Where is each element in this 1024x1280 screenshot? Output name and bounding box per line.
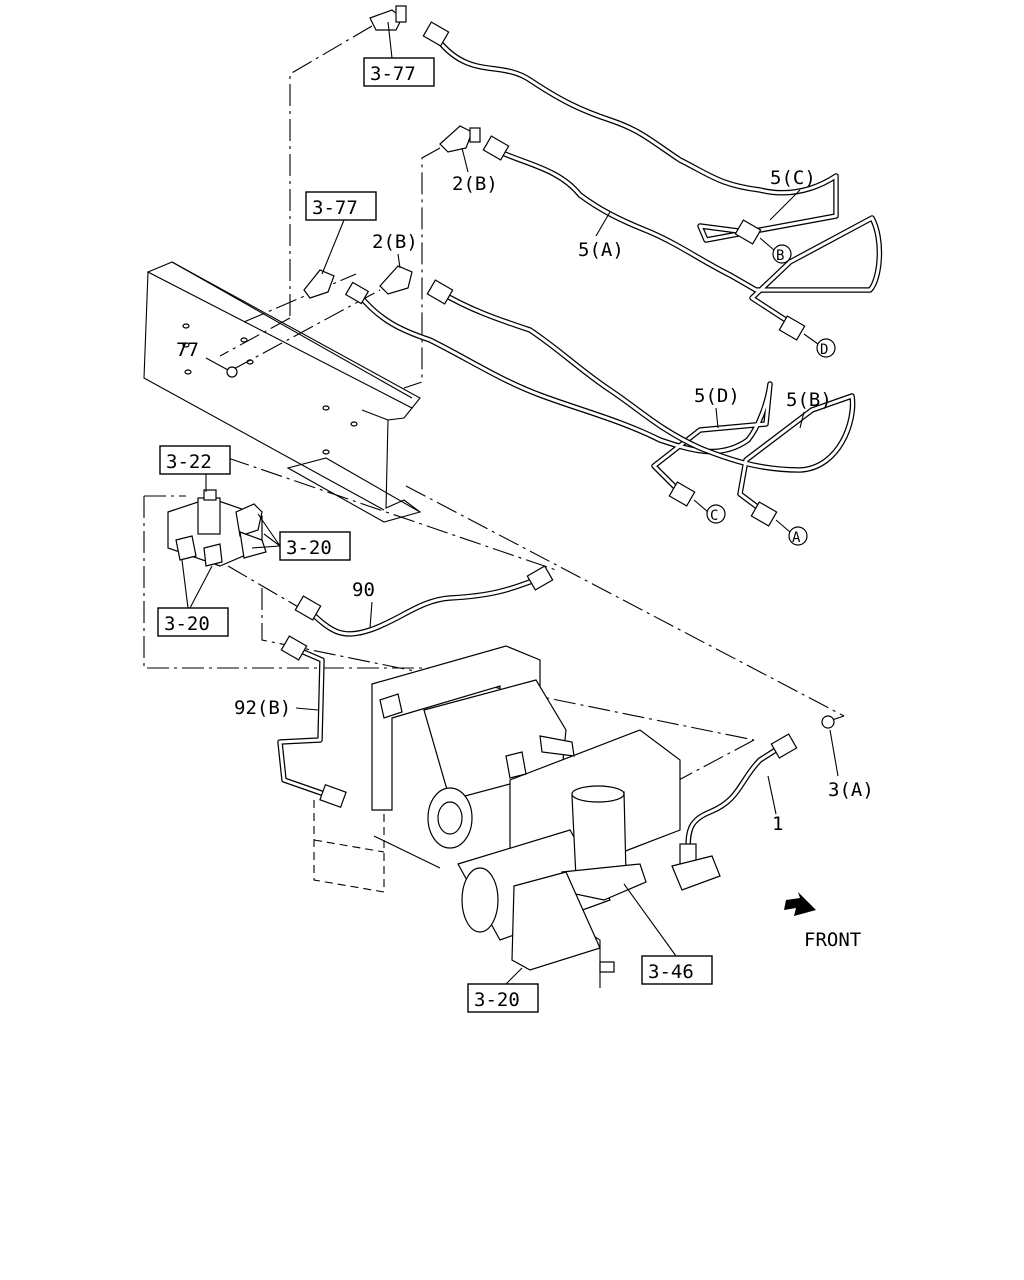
pipe-1 (685, 743, 785, 853)
nut-fitting-icon (426, 279, 454, 305)
label-5c: 5(C) (770, 167, 816, 189)
nut-fitting-icon (734, 219, 762, 245)
callout-text: 3-20 (164, 613, 210, 635)
callout-text: 3-77 (312, 197, 358, 219)
label-5d: 5(D) (694, 385, 740, 407)
marker-c-text: C (710, 508, 718, 524)
connection-marker-b: B (759, 237, 792, 264)
pipe-90 (305, 575, 543, 637)
pipe-5d (357, 293, 773, 495)
pipe-5a (497, 149, 883, 327)
nut-fitting-icon (344, 281, 370, 305)
front-direction-arrow: FRONT (784, 892, 861, 951)
fittings (226, 5, 835, 865)
label-2b-top: 2(B) (452, 173, 498, 195)
nut-fitting-icon (778, 315, 806, 341)
marker-b-text: B (776, 248, 784, 264)
frame-rail (143, 261, 422, 523)
air-tank-assembly (313, 645, 721, 973)
label-92b: 92(B) (234, 697, 291, 719)
callout-text: 3-20 (474, 989, 520, 1011)
callout-3-20-left[interactable]: 3-20 (157, 559, 229, 637)
front-label: FRONT (804, 929, 861, 951)
callout-3-20-bottom[interactable]: 3-20 (467, 967, 539, 1013)
front-arrow-icon (784, 892, 816, 916)
callout-text: 3-22 (166, 451, 212, 473)
callout-3-46[interactable]: 3-46 (623, 883, 713, 985)
label-5b: 5(B) (786, 389, 832, 411)
pipe-92b (277, 645, 333, 799)
nut-fitting-icon (668, 481, 696, 507)
callout-3-20-right[interactable]: 3-20 (251, 513, 351, 561)
nut-fitting-icon (526, 565, 554, 591)
nut-fitting-icon (482, 135, 510, 161)
union-fitting-mid-icon (303, 269, 335, 299)
label-5a: 5(A) (578, 239, 624, 261)
nut-fitting-icon (294, 595, 322, 621)
marker-a-text: A (792, 530, 801, 546)
pipe-5c (435, 37, 839, 243)
nut-fitting-icon (750, 501, 778, 527)
nut-fitting-icon (319, 783, 347, 809)
connection-marker-d: D (803, 333, 836, 358)
nut-77-icon (226, 366, 238, 378)
valve-block (167, 489, 267, 567)
nut-fitting-icon (422, 21, 450, 47)
union-fitting-2b-top-icon (439, 125, 481, 153)
label-90: 90 (352, 579, 375, 601)
callout-text: 3-46 (648, 961, 694, 983)
nut-fitting-icon (770, 733, 798, 759)
label-2b-mid: 2(B) (372, 231, 418, 253)
callout-3-77-mid[interactable]: 3-77 (305, 191, 377, 275)
union-fitting-2b-mid-icon (379, 265, 413, 295)
callout-text: 3-20 (286, 537, 332, 559)
marker-d-text: D (820, 342, 828, 358)
label-77: 77 (176, 339, 199, 361)
nut-3a-icon (821, 715, 835, 729)
connection-marker-a: A (775, 519, 808, 546)
callout-text: 3-77 (370, 63, 416, 85)
union-fitting-top-icon (369, 5, 407, 31)
label-1: 1 (772, 813, 783, 835)
pipe-5b (437, 289, 856, 515)
callout-3-22[interactable]: 3-22 (159, 445, 231, 492)
callout-3-77-top[interactable]: 3-77 (363, 21, 435, 87)
connection-marker-c: C (693, 499, 726, 524)
label-3a: 3(A) (828, 779, 874, 801)
nut-fitting-icon (280, 635, 308, 661)
part-labels: 2(B) 2(B) 5(C) 5(A) 5(D) 5(B) 77 90 92(B… (176, 147, 874, 835)
